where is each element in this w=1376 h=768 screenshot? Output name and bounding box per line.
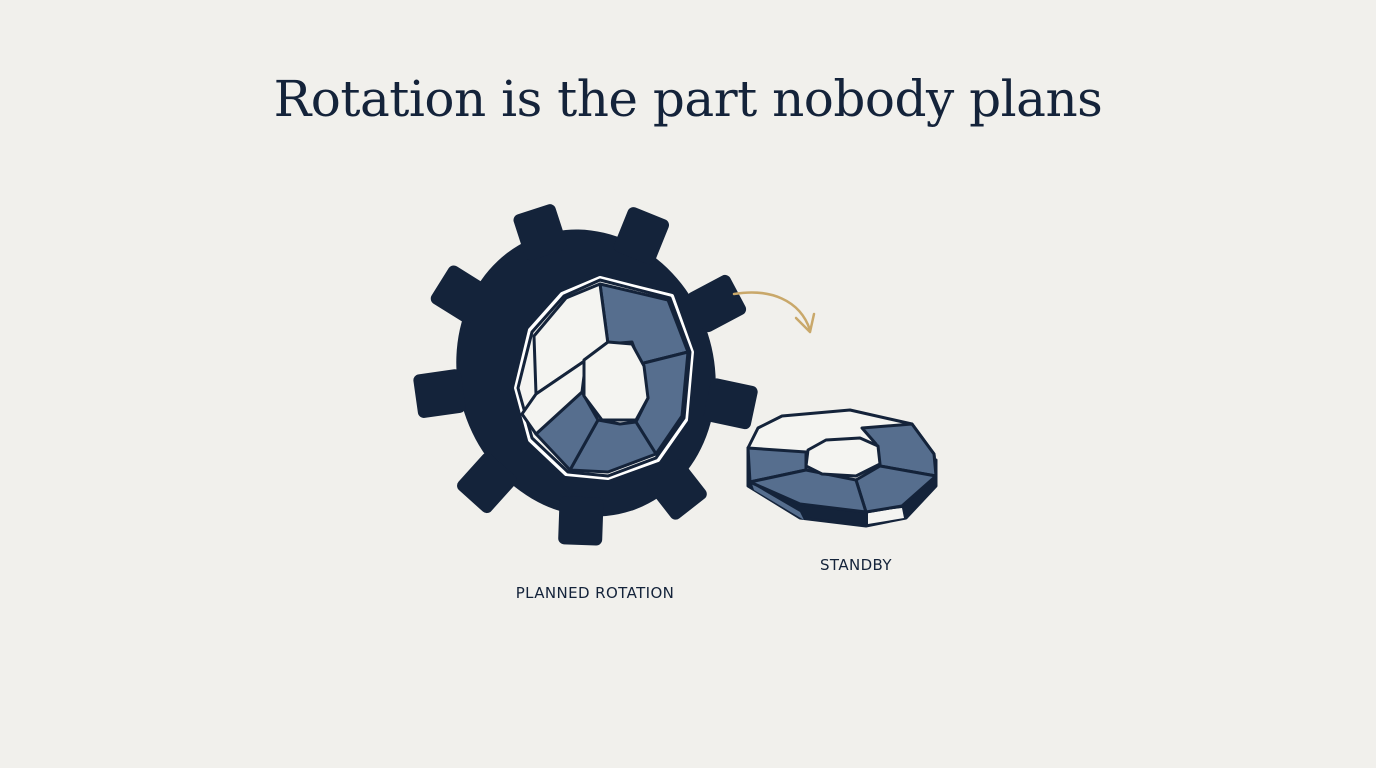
page-title: Rotation is the part nobody plans <box>273 70 1103 128</box>
segmented-ring-icon <box>514 276 694 480</box>
standby-ring-icon <box>746 408 938 528</box>
planned-rotation-label: PLANNED ROTATION <box>515 584 675 602</box>
standby-label: STANDBY <box>820 556 892 574</box>
curved-arrow-icon <box>732 291 816 334</box>
